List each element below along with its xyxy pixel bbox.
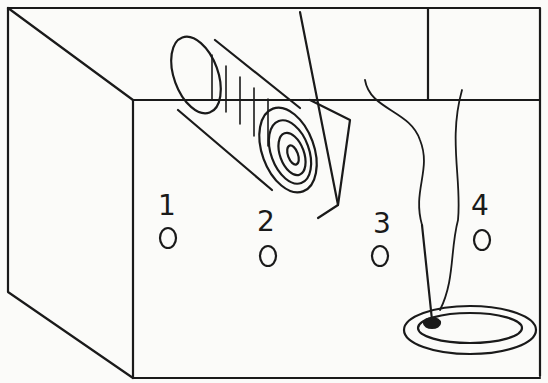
callout-number: 3 <box>373 210 391 238</box>
box-edge <box>132 100 134 378</box>
box-edge <box>427 8 429 100</box>
hole <box>160 228 490 266</box>
divider-panel <box>300 12 338 218</box>
smoke <box>440 90 462 310</box>
callout-number: 4 <box>471 192 489 220</box>
callout-number: 1 <box>158 192 176 220</box>
box-edge <box>8 8 133 378</box>
box-edge <box>8 8 540 376</box>
box-edge <box>133 377 540 379</box>
smoke <box>365 80 424 225</box>
incense-stick <box>422 225 432 320</box>
coil-roll <box>162 30 328 200</box>
dish <box>404 306 536 354</box>
callout-number: 2 <box>257 208 275 236</box>
